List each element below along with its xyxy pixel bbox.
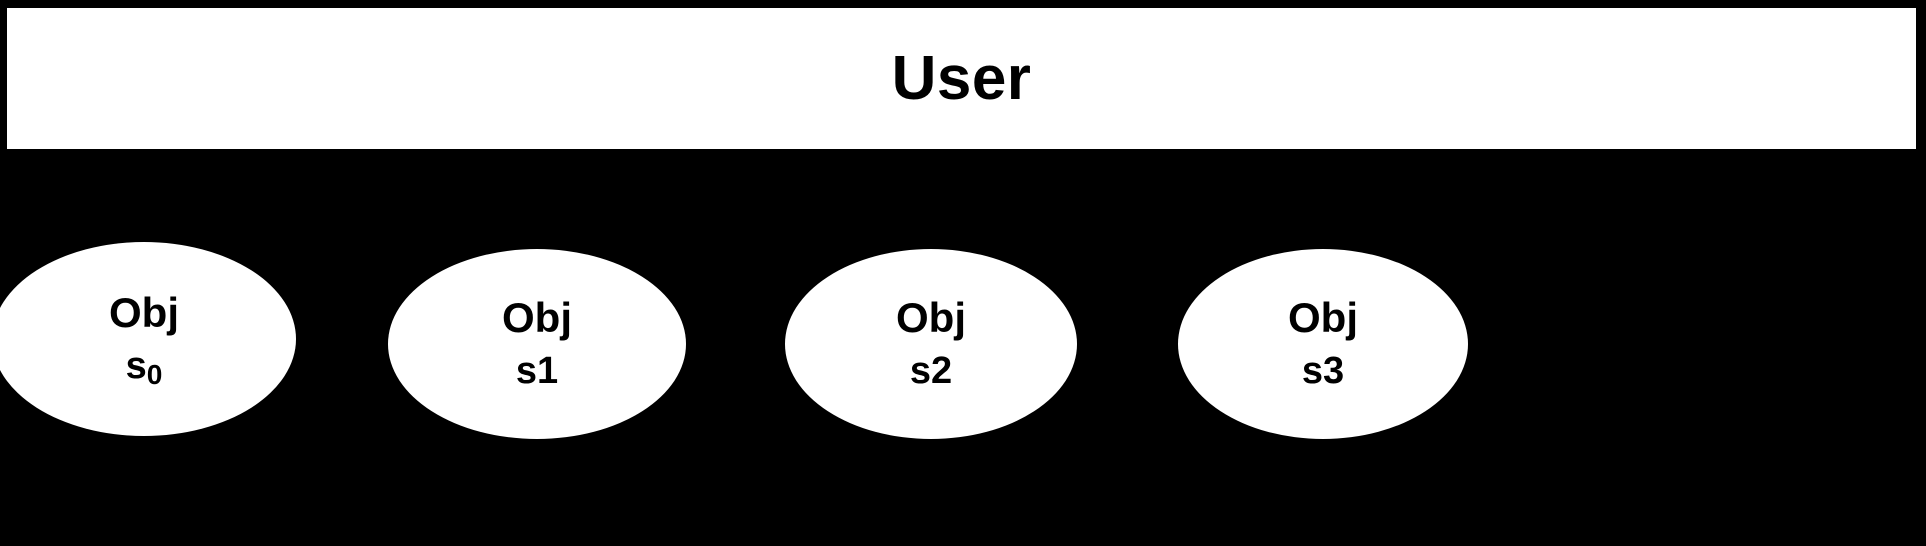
object-title: Obj xyxy=(896,294,966,341)
object-node-s2[interactable]: Obj s2 xyxy=(785,249,1077,439)
object-title: Obj xyxy=(1288,294,1358,341)
state-index: 0 xyxy=(146,359,163,391)
object-title: Obj xyxy=(502,294,572,341)
object-state-label: s2 xyxy=(909,350,953,393)
state-prefix: s xyxy=(125,345,147,388)
object-node-s1[interactable]: Obj s1 xyxy=(388,249,686,439)
object-state-label: s1 xyxy=(515,350,559,393)
object-node-s0[interactable]: Obj s0 xyxy=(0,242,296,436)
object-state-label: s3 xyxy=(1301,350,1345,393)
actor-label: User xyxy=(891,43,1032,113)
actor-box-user[interactable]: User xyxy=(4,5,1919,152)
object-title: Obj xyxy=(109,289,179,336)
object-node-s3[interactable]: Obj s3 xyxy=(1178,249,1468,439)
object-state-label: s0 xyxy=(125,345,163,391)
